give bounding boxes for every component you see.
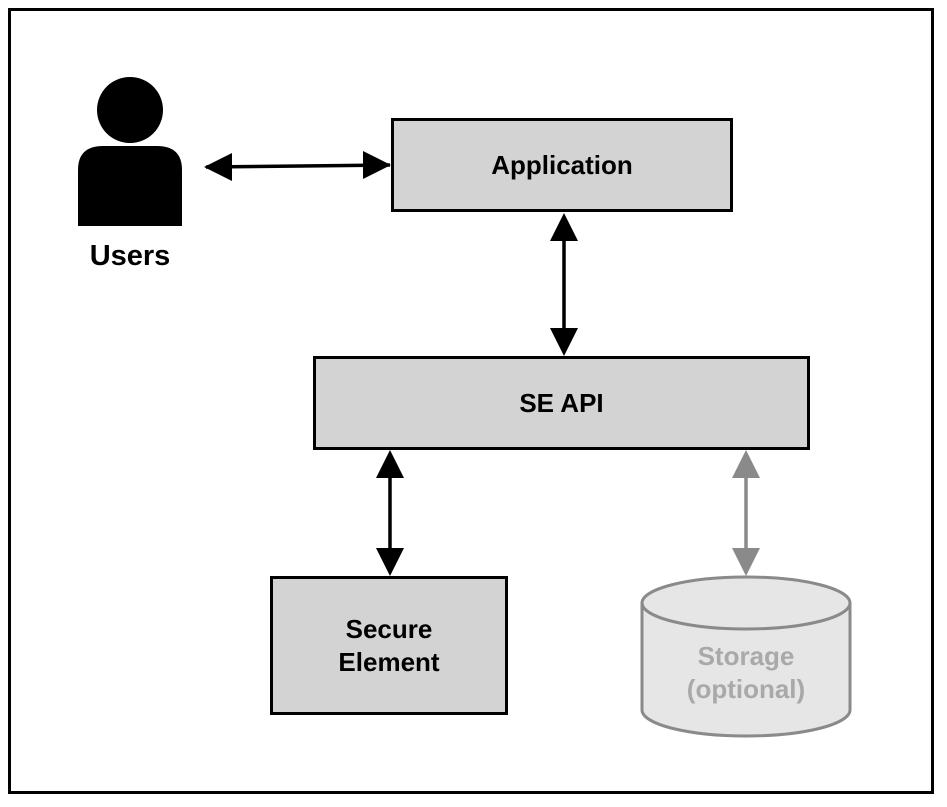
storage-label-line2: (optional) xyxy=(686,673,806,704)
edge-users-application xyxy=(205,163,391,169)
person-icon xyxy=(78,77,182,226)
secure-element-label-line1: Secure xyxy=(345,614,433,644)
se-api-box: SE API xyxy=(313,356,810,450)
arrowhead-users-side xyxy=(204,153,232,181)
se-api-label: SE API xyxy=(519,387,604,418)
arrowhead-secure-element-top xyxy=(376,548,404,576)
arrowhead-seapi-bottom-gray xyxy=(732,450,760,478)
secure-element-box: Secure Element xyxy=(270,576,508,715)
storage-label-line1: Storage xyxy=(697,641,795,671)
arrowhead-seapi-bottom xyxy=(376,450,404,478)
application-label: Application xyxy=(491,149,633,180)
users-label: Users xyxy=(89,240,171,272)
arrowhead-application-side xyxy=(363,151,391,179)
secure-element-label-line2: Element xyxy=(338,646,440,677)
storage-cylinder xyxy=(640,575,852,738)
arrowhead-seapi-top xyxy=(550,328,578,356)
storage-label: Storage (optional) xyxy=(642,640,850,705)
arrowhead-storage-top xyxy=(732,548,760,576)
application-box: Application xyxy=(391,118,733,212)
arrowhead-application-bottom xyxy=(550,213,578,241)
